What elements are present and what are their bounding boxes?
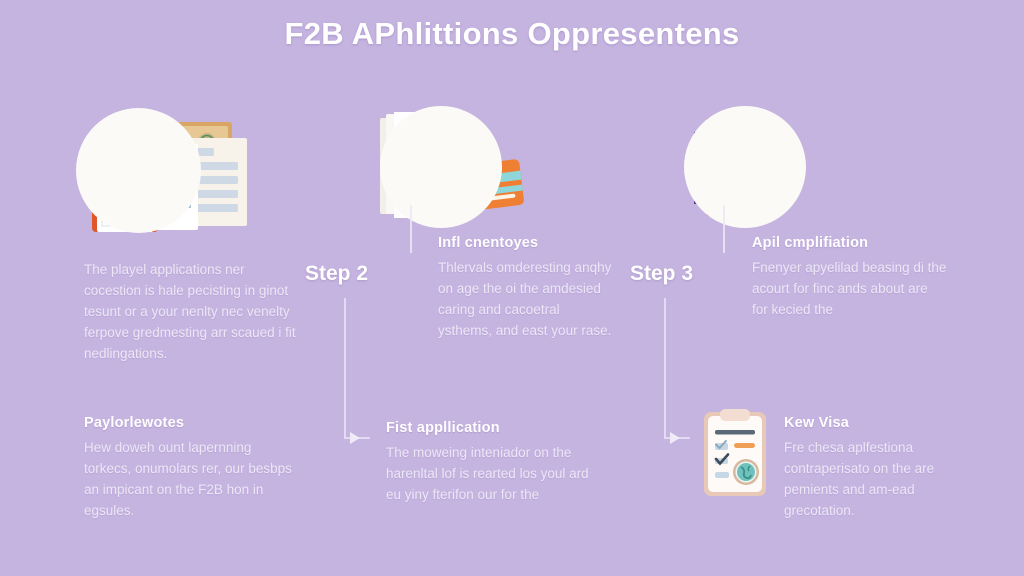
step-label-2: Step 2 (305, 262, 369, 285)
block-top-right: Apil cmplifiation Fnenyer apyelilad beas… (752, 235, 947, 321)
illustration-circle-backdrop (380, 106, 502, 228)
block-bottom-right-heading: Kew Visa (784, 415, 850, 431)
connector-vertical-segment (344, 298, 346, 438)
illustration-checklist-and-pen (682, 104, 810, 232)
block-bottom-left-body: Hew doweh ount lapernning torkecs, onumo… (84, 440, 292, 518)
connector-arrow-head (670, 432, 680, 444)
block-bottom-left: Paylorlewotes Hew doweh ount lapernning … (84, 415, 296, 522)
block-top-right-body: Fnenyer apyelilad beasing di the acourt … (752, 260, 947, 317)
illustration-form-and-card (372, 104, 562, 232)
clipboard-check-globe-icon (704, 409, 766, 496)
illustration-circle-backdrop (684, 106, 806, 228)
block-top-left-body: The playel applications ner cocestion is… (84, 262, 296, 361)
block-top-middle-heading: Infl cnentoyes (438, 235, 539, 251)
block-bottom-right: Kew Visa Fre chesa aplfestiona contraper… (784, 415, 949, 522)
block-bottom-left-heading: Paylorlewotes (84, 415, 185, 431)
block-bottom-middle: Fist appllication The moweing inteniador… (386, 420, 601, 506)
block-top-middle-body: Thlervals omderesting anqhy on age the o… (438, 260, 612, 338)
block-bottom-right-body: Fre chesa aplfestiona contraperisato on … (784, 440, 935, 518)
block-top-middle: Infl cnentoyes Thlervals omderesting anq… (438, 235, 613, 342)
illustration-drop-line-2 (410, 205, 412, 253)
illustration-drop-line-3 (723, 205, 725, 253)
step-label-3: Step 3 (630, 262, 694, 285)
connector-arrow-head (350, 432, 360, 444)
visa-clipboard-icon-wrap (698, 406, 776, 502)
block-bottom-middle-body: The moweing inteniador on the harenltal … (386, 445, 589, 502)
illustration-circle-backdrop (76, 108, 201, 233)
block-top-right-heading: Apil cmplifiation (752, 235, 869, 251)
connector-vertical-segment (664, 298, 666, 438)
block-top-left: The playel applications ner cocestion is… (84, 260, 296, 365)
page-title: F2B APhlittions Oppresentens (284, 16, 740, 51)
illustration-documents-stack (70, 108, 300, 233)
block-bottom-middle-heading: Fist appllication (386, 420, 500, 436)
